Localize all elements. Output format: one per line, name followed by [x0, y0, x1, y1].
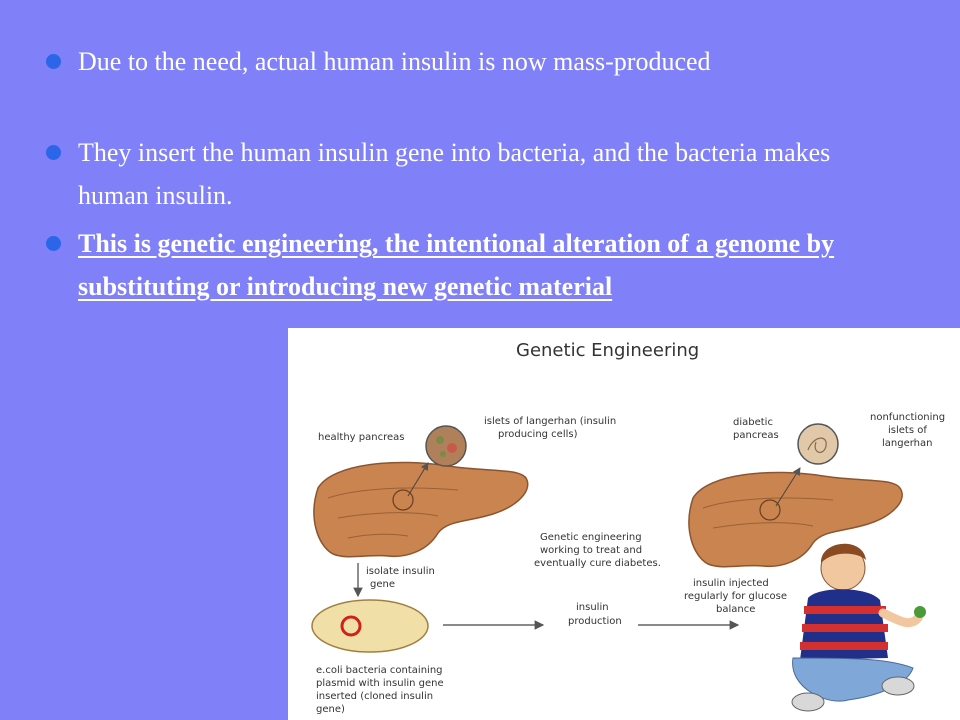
label-injected-2: regularly for glucose	[684, 591, 787, 602]
healthy-pancreas-icon	[313, 461, 529, 558]
definition-text: This is genetic engineering, the intenti…	[78, 229, 835, 301]
nonfunctioning-islets-icon	[797, 423, 839, 465]
label-production-2: production	[568, 616, 622, 627]
label-nonfunc-2: islets of	[888, 425, 927, 436]
label-isolate-1: isolate insulin	[366, 566, 435, 577]
label-ecoli-3: inserted (cloned insulin	[316, 691, 433, 702]
figure-drawing: Genetic Engineering healthy pancreas isl…	[311, 340, 945, 715]
label-diabetic-2: pancreas	[733, 430, 779, 441]
bullet-text: They insert the human insulin gene into …	[78, 138, 831, 210]
ecoli-bacteria-icon	[311, 599, 429, 653]
label-healthy-pancreas: healthy pancreas	[318, 432, 404, 443]
label-ge-3: eventually cure diabetes.	[534, 558, 661, 569]
label-ecoli-2: plasmid with insulin gene	[316, 678, 444, 689]
label-injected-1: insulin injected	[693, 578, 769, 589]
label-ecoli-1: e.coli bacteria containing	[316, 665, 443, 676]
bullet-text: Due to the need, actual human insulin is…	[78, 47, 711, 76]
label-nonfunc-3: langerhan	[882, 438, 932, 449]
label-ge-1: Genetic engineering	[540, 532, 642, 543]
islets-icon	[425, 425, 467, 467]
diabetic-pancreas-icon	[688, 471, 903, 568]
bullet-dot	[46, 236, 61, 251]
bullet-dot	[46, 54, 61, 69]
label-islets-2: producing cells)	[498, 429, 578, 440]
figure-title: Genetic Engineering	[516, 340, 699, 361]
genetic-engineering-figure: Genetic Engineering healthy pancreas isl…	[288, 328, 960, 720]
label-isolate-2: gene	[370, 579, 395, 590]
label-nonfunc-1: nonfunctioning	[870, 412, 945, 423]
label-injected-3: balance	[716, 604, 755, 615]
label-islets-1: islets of langerhan (insulin	[484, 416, 616, 427]
bullet-dot	[46, 145, 61, 160]
label-ecoli-4: gene)	[316, 704, 345, 715]
label-production-1: insulin	[576, 602, 609, 613]
boy-illustration-icon	[791, 543, 926, 712]
label-ge-2: working to treat and	[540, 545, 642, 556]
label-diabetic-1: diabetic	[733, 417, 773, 428]
